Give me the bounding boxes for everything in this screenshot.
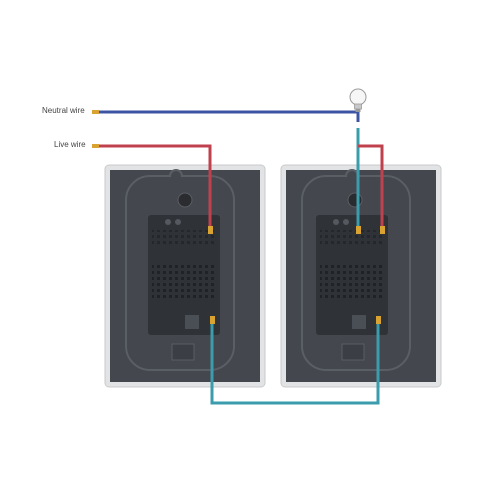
switch-left-terminal-block	[185, 315, 199, 329]
switch-left-vents-top	[152, 230, 216, 246]
switch-right-vents	[320, 262, 384, 300]
switch-right-vents-top	[320, 230, 384, 246]
right-switch-traveler-terminal	[376, 316, 381, 324]
switch-left-vents	[152, 262, 216, 300]
neutral-wire-tip	[92, 110, 99, 114]
left-switch-traveler-terminal	[210, 316, 215, 324]
switch-left-pin	[165, 219, 171, 225]
live-wire-label: Live wire	[54, 140, 86, 149]
neutral-wire-label: Neutral wire	[42, 106, 85, 115]
switch-right-pin	[343, 219, 349, 225]
switch-left-clip	[171, 343, 195, 361]
switch-right	[280, 164, 442, 388]
right-switch-live-terminal	[380, 226, 385, 234]
switch-left-mount-outline	[125, 169, 235, 371]
traveler-wire	[210, 322, 380, 405]
switch-right-screw-hole	[347, 192, 363, 208]
switch-right-terminal-block	[352, 315, 366, 329]
neutral-wire	[98, 110, 360, 122]
switch-right-clip	[341, 343, 365, 361]
right-switch-lamp-terminal	[356, 226, 361, 234]
live-wire-to-left-switch	[98, 144, 212, 228]
switch-left-screw-hole	[177, 192, 193, 208]
left-switch-live-terminal	[208, 226, 213, 234]
switch-left	[104, 164, 266, 388]
live-wire-tip	[92, 144, 99, 148]
switch-right-pin	[333, 219, 339, 225]
switched-live-wire-to-lamp	[358, 144, 384, 228]
switch-left-pin	[175, 219, 181, 225]
light-bulb-icon	[349, 88, 367, 112]
